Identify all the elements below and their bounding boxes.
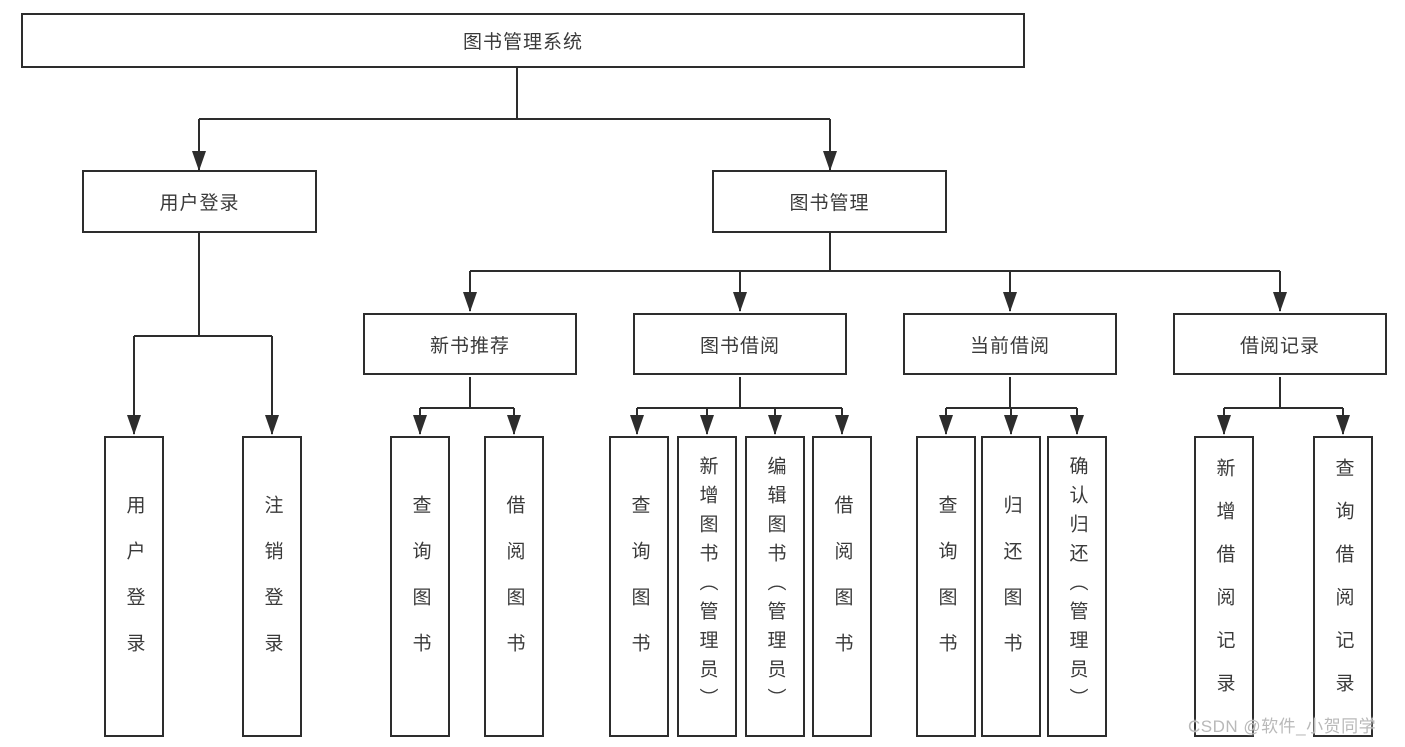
node-current-borrow: 当前借阅 — [903, 313, 1117, 375]
leaf-query-borrow-record: 查询借阅记录 — [1313, 436, 1373, 737]
leaf-query-borrow-record-label: 查询借阅记录 — [1332, 457, 1354, 716]
leaf-query-books-recommend: 查询图书 — [390, 436, 450, 737]
node-book-borrow: 图书借阅 — [633, 313, 847, 375]
leaf-edit-book-admin: 编辑图书（管理员） — [745, 436, 805, 737]
node-new-book-recommend-label: 新书推荐 — [429, 335, 510, 357]
watermark: CSDN @软件_小贺同学 — [1188, 717, 1377, 736]
node-root-label: 图书管理系统 — [462, 32, 583, 53]
node-user-login-label: 用户登录 — [159, 193, 240, 214]
node-root: 图书管理系统 — [21, 13, 1025, 68]
leaf-borrow-books-recommend: 借阅图书 — [484, 436, 544, 737]
leaf-query-books-borrow-label: 查询图书 — [628, 494, 650, 679]
leaf-add-book-admin-label: 新增图书（管理员） — [696, 456, 718, 717]
leaf-add-borrow-record: 新增借阅记录 — [1194, 436, 1254, 737]
leaf-query-books-borrow: 查询图书 — [609, 436, 669, 737]
leaf-query-books-current: 查询图书 — [916, 436, 976, 737]
leaf-query-books-recommend-label: 查询图书 — [409, 494, 431, 679]
leaf-user-login: 用户登录 — [104, 436, 164, 737]
node-new-book-recommend: 新书推荐 — [363, 313, 577, 375]
node-borrow-records-label: 借阅记录 — [1239, 335, 1320, 357]
node-book-borrow-label: 图书借阅 — [699, 335, 780, 357]
leaf-borrow-books-label: 借阅图书 — [831, 494, 853, 679]
leaf-query-books-current-label: 查询图书 — [935, 494, 957, 679]
leaf-edit-book-admin-label: 编辑图书（管理员） — [764, 456, 786, 717]
node-book-management-label: 图书管理 — [789, 193, 870, 214]
leaf-borrow-books-recommend-label: 借阅图书 — [503, 494, 525, 679]
leaf-confirm-return-admin: 确认归还（管理员） — [1047, 436, 1107, 737]
leaf-confirm-return-admin-label: 确认归还（管理员） — [1066, 456, 1088, 717]
leaf-return-book-label: 归还图书 — [1000, 494, 1022, 679]
leaf-user-login-label: 用户登录 — [123, 494, 145, 679]
node-current-borrow-label: 当前借阅 — [969, 335, 1050, 357]
node-book-management: 图书管理 — [712, 170, 947, 233]
node-borrow-records: 借阅记录 — [1173, 313, 1387, 375]
leaf-add-book-admin: 新增图书（管理员） — [677, 436, 737, 737]
leaf-return-book: 归还图书 — [981, 436, 1041, 737]
leaf-logout-label: 注销登录 — [261, 494, 283, 679]
node-user-login: 用户登录 — [82, 170, 317, 233]
leaf-borrow-books: 借阅图书 — [812, 436, 872, 737]
leaf-add-borrow-record-label: 新增借阅记录 — [1213, 457, 1235, 716]
leaf-logout: 注销登录 — [242, 436, 302, 737]
